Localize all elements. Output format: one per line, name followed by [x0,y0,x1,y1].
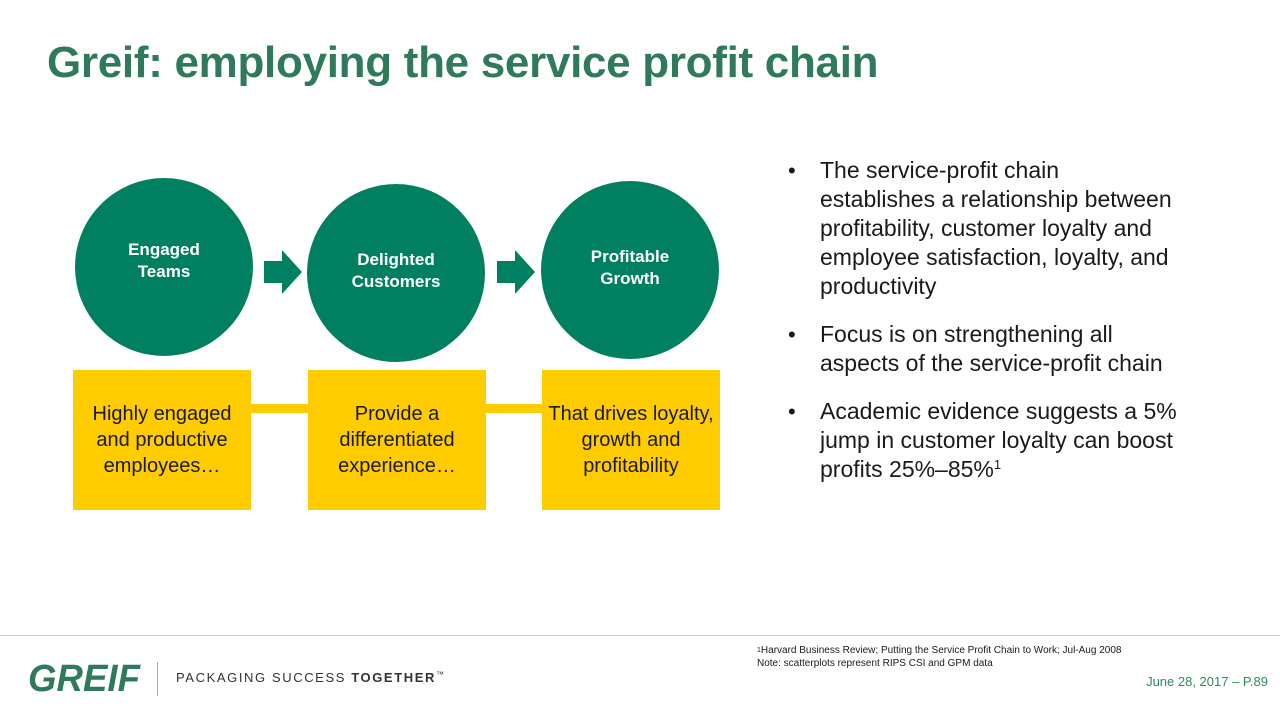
footnote-line-2: Note: scatterplots represent RIPS CSI an… [757,658,993,669]
circle-label: Profitable Growth [590,247,670,288]
footnote: 1Harvard Business Review; Putting the Se… [757,644,1121,670]
footnote-marker: 1 [757,647,761,654]
tagline-regular: PACKAGING SUCCESS [176,670,352,685]
greif-logo: GREIF [28,660,142,694]
bullet-text: Academic evidence suggests a 5% jump in … [820,398,1177,482]
box-differentiated-experience: Provide a differentiated experience… [308,370,486,510]
bullet-item: • The service-profit chain establishes a… [788,156,1178,301]
bullet-list: • The service-profit chain establishes a… [788,156,1178,503]
arrow-right-icon [264,250,302,294]
circle-label: Engaged Teams [128,240,200,281]
footnote-line-1: Harvard Business Review; Putting the Ser… [760,645,1122,656]
page-title: Greif: employing the service profit chai… [47,38,879,87]
bullet-dot: • [788,399,796,424]
svg-text:GREIF: GREIF [28,660,142,694]
bullet-dot: • [788,322,796,347]
circle-label: Delighted Customers [351,250,441,291]
trademark-symbol: ™ [436,670,444,679]
bullet-superscript: 1 [993,457,1002,472]
bullet-item: • Academic evidence suggests a 5% jump i… [788,397,1178,484]
tagline-bold: TOGETHER [351,670,436,685]
bullet-dot: • [788,158,796,183]
circle-engaged-teams: Engaged Teams [75,178,253,356]
box-connector [485,404,543,413]
box-loyalty-growth: That drives loyalty, growth and profitab… [542,370,720,510]
box-text: That drives loyalty, growth and profitab… [548,403,714,477]
footnote-source: 1Harvard Business Review; Putting the Se… [757,644,1121,657]
date-page-number: June 28, 2017 – P.89 [1146,674,1268,689]
box-text: Highly engaged and productive employees… [92,403,232,477]
tagline: PACKAGING SUCCESS TOGETHER™ [176,670,444,685]
bullet-text: Focus is on strengthening all aspects of… [820,321,1163,376]
bullet-item: • Focus is on strengthening all aspects … [788,320,1178,378]
box-connector [250,404,308,413]
arrow-right-icon [497,250,535,294]
logo-separator [157,662,158,696]
footer-divider [0,635,1280,636]
box-text: Provide a differentiated experience… [338,403,456,477]
circle-delighted-customers: Delighted Customers [307,184,485,362]
box-engaged-employees: Highly engaged and productive employees… [73,370,251,510]
circle-profitable-growth: Profitable Growth [541,181,719,359]
bullet-text: The service-profit chain establishes a r… [820,157,1172,299]
